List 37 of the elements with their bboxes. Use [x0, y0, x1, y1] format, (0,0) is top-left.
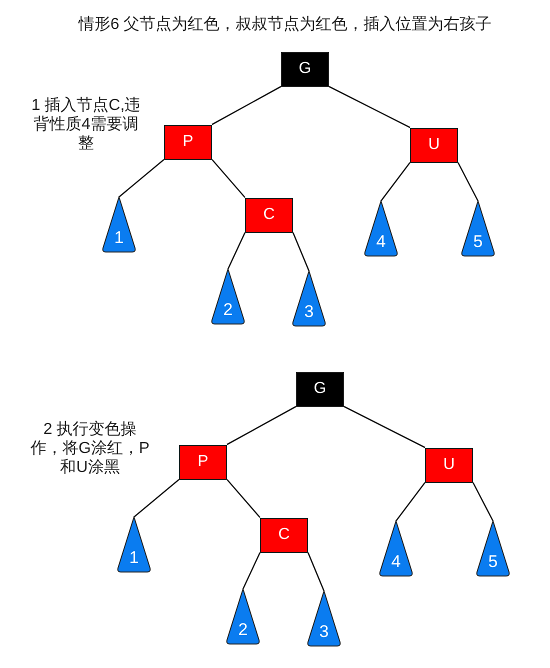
- tree-edge: [307, 552, 325, 592]
- tree-edge: [472, 482, 494, 522]
- tree-edge: [457, 162, 479, 202]
- tree-edge: [344, 406, 426, 448]
- tree-node-box: U: [410, 128, 458, 162]
- subtree-triangle: 2: [225, 588, 261, 645]
- tree-edge: [212, 159, 246, 198]
- subtree-triangle: 4: [378, 520, 414, 577]
- subtree-triangle: 5: [460, 200, 496, 257]
- tree-edge: [292, 232, 310, 272]
- tree-node-box: C: [245, 198, 293, 232]
- step-note: 1 插入节点C,违背性质4需要调整: [30, 96, 142, 153]
- tree-edge: [328, 86, 410, 128]
- tree-edge: [118, 159, 164, 198]
- subtree-triangle: 3: [306, 590, 342, 647]
- tree-node-box: P: [164, 124, 212, 160]
- tree-node-box: C: [260, 518, 308, 552]
- tree-edge: [380, 162, 411, 202]
- subtree-triangle: 4: [363, 200, 399, 257]
- step-note: 2 执行变色操作，将G涂红，P和U涂黑: [30, 420, 150, 477]
- tree-node-box: P: [179, 444, 227, 480]
- tree-node-box: G: [296, 372, 344, 406]
- subtree-triangle: 5: [475, 520, 511, 577]
- diagram-title: 情形6 父节点为红色，叔叔节点为红色，插入位置为右孩子: [77, 14, 493, 35]
- subtree-triangle: 2: [210, 268, 246, 325]
- tree-edge: [395, 482, 426, 522]
- tree-node-box: G: [281, 52, 329, 86]
- tree-edge: [227, 232, 246, 270]
- tree-node-box: U: [425, 448, 473, 482]
- subtree-triangle: 3: [291, 270, 327, 327]
- tree-edge: [212, 86, 282, 126]
- tree-edge: [226, 406, 296, 446]
- tree-edge: [226, 479, 260, 518]
- tree-edge: [134, 479, 180, 518]
- subtree-triangle: 1: [101, 196, 137, 253]
- subtree-triangle: 1: [116, 516, 152, 573]
- tree-edge: [242, 552, 261, 590]
